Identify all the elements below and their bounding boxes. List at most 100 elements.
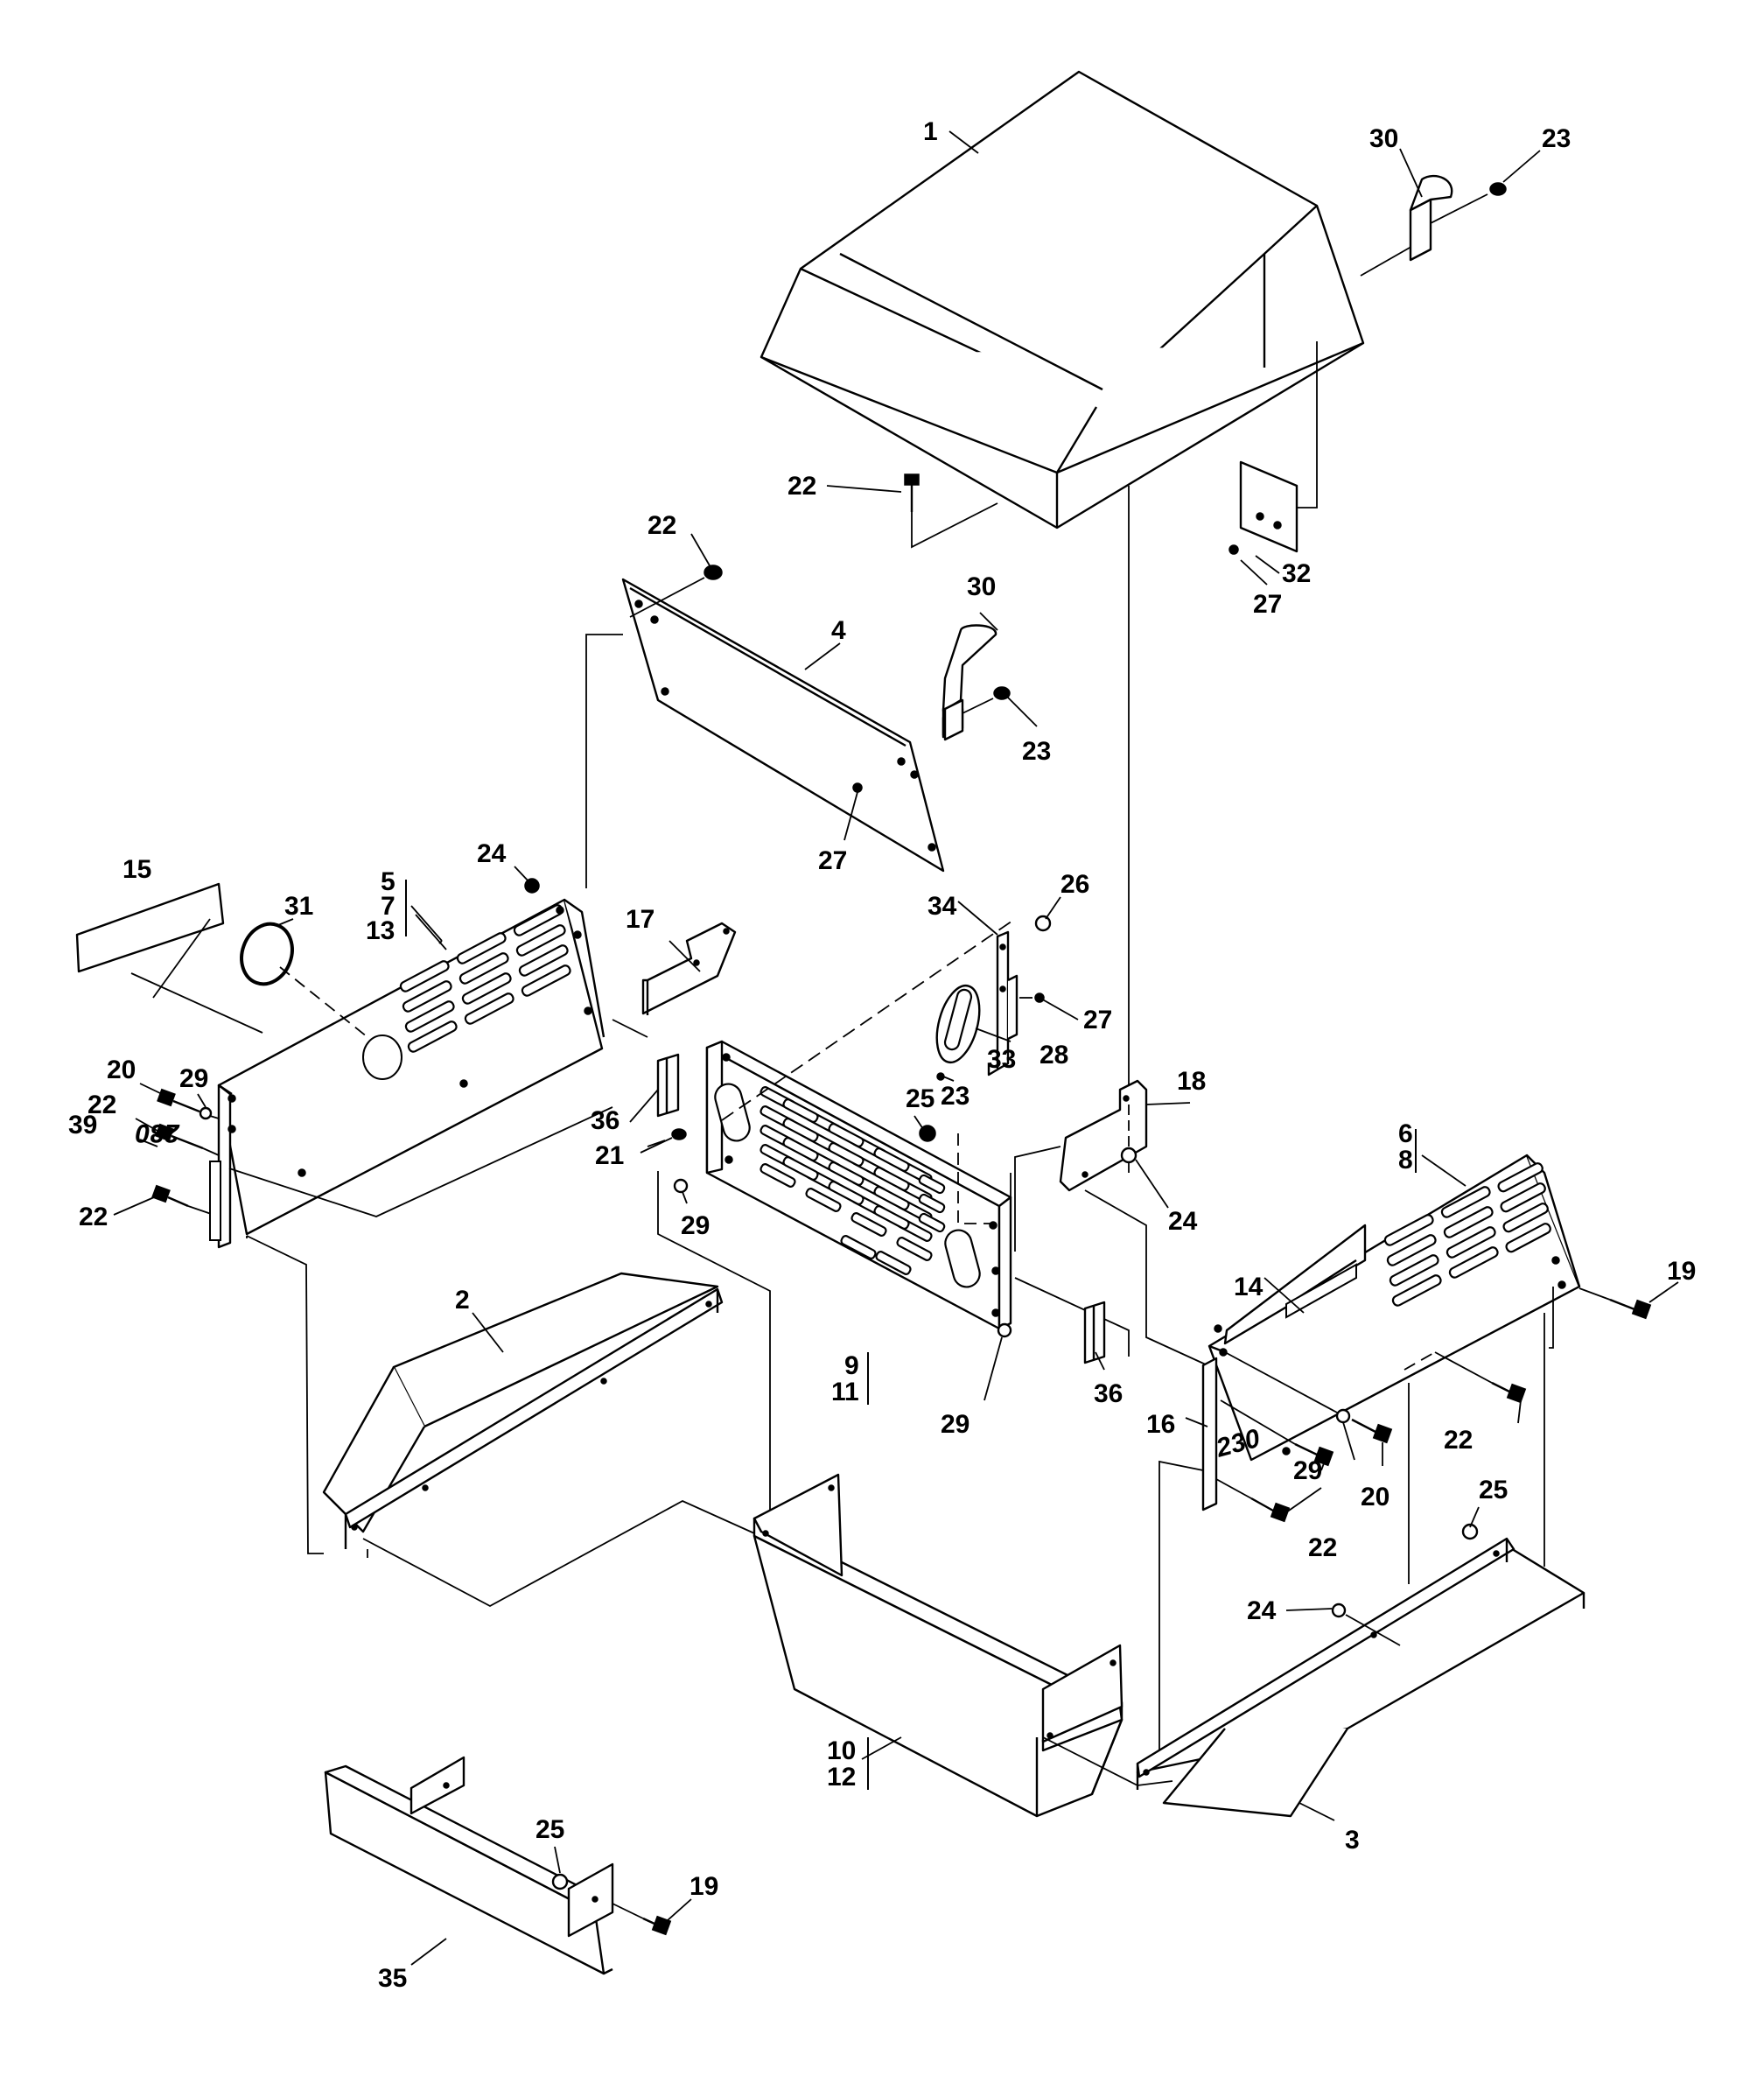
top-hood	[760, 70, 1365, 530]
callout-24-bracket18: 24	[1168, 1207, 1198, 1236]
callout-25-bottom: 25	[536, 1815, 564, 1844]
bolt-22-left-b	[151, 1184, 220, 1217]
bracket-17	[641, 922, 737, 1015]
callout-24-right: 24	[1247, 1596, 1277, 1625]
callout-27-plate: 27	[1253, 590, 1282, 619]
callout-30-top: 30	[1369, 124, 1398, 153]
bracket-34	[987, 930, 1018, 1077]
front-apron-10	[752, 1473, 1124, 1818]
callout-36-right: 36	[1094, 1379, 1123, 1408]
bolt-19-bottom	[612, 1903, 672, 1936]
right-bottom-trim-3	[1136, 1537, 1586, 1818]
plate-32	[1239, 460, 1298, 553]
screw-23-top	[1430, 182, 1507, 224]
callout-10: 10	[827, 1736, 856, 1765]
callout-26: 26	[1060, 870, 1089, 899]
handle-33	[935, 984, 981, 1064]
washer-29-grille-right	[997, 1322, 1012, 1338]
callout-23-handle: 23	[941, 1082, 970, 1111]
callout-28: 28	[1040, 1041, 1068, 1070]
left-bottom-trim-2	[322, 1272, 724, 1549]
callout-9: 9	[844, 1351, 859, 1380]
grille-slots	[760, 1086, 946, 1275]
callout-labels: 1 30 23 22 32 27 22 30 4 23 27 24 26 34 …	[68, 117, 1696, 1993]
callout-22-right-a: 22	[1444, 1426, 1473, 1455]
callout-22-left-b: 22	[79, 1203, 108, 1231]
callout-35: 35	[378, 1964, 407, 1993]
callout-25-right: 25	[1479, 1476, 1508, 1504]
callout-16: 16	[1146, 1410, 1175, 1439]
nut-25-bottom	[551, 1873, 569, 1890]
decal-39	[209, 1161, 221, 1241]
callout-24-left: 24	[477, 839, 507, 868]
callout-34: 34	[928, 892, 957, 921]
nut-25-grille	[919, 1125, 936, 1142]
callout-15: 15	[122, 855, 151, 884]
callout-19-bottom: 19	[690, 1872, 718, 1901]
callout-2: 2	[455, 1286, 470, 1315]
callout-4: 4	[831, 616, 846, 645]
screw-23-mid	[962, 686, 1011, 714]
callout-22-hood: 22	[788, 472, 816, 501]
bolt-22-right-c	[1215, 1478, 1291, 1523]
front-grille-panel-9	[705, 1040, 1012, 1330]
callout-32: 32	[1282, 559, 1311, 588]
nut-24-bracket18	[1120, 1147, 1138, 1164]
callout-29-grille-left: 29	[681, 1211, 710, 1240]
callout-20-left: 20	[107, 1056, 136, 1084]
callout-14: 14	[1234, 1273, 1264, 1301]
bolt-22-right-b	[1220, 1399, 1334, 1467]
screw-22-panel4	[629, 565, 723, 618]
callout-3: 3	[1345, 1826, 1360, 1855]
callout-23-top: 23	[1542, 124, 1571, 153]
screw-21	[647, 1128, 687, 1147]
bolt-22-right-a	[1404, 1351, 1527, 1404]
callout-27-panel4: 27	[818, 846, 847, 875]
callout-leaders	[113, 130, 1679, 1966]
ring-31	[240, 922, 402, 1080]
right-side-panel-6	[1201, 1154, 1581, 1511]
washer-29-left	[199, 1106, 213, 1120]
decal-15	[75, 882, 225, 973]
bolt-22-left-a	[155, 1123, 220, 1156]
callout-30-mid: 30	[967, 572, 996, 601]
bumper-35	[324, 1756, 614, 1975]
right-panel-louvers	[1383, 1162, 1551, 1307]
callout-22-left-a: 22	[88, 1091, 116, 1119]
nut-25-right	[1461, 1523, 1479, 1540]
callout-17: 17	[626, 905, 654, 934]
callout-19-right: 19	[1667, 1257, 1696, 1286]
callout-18: 18	[1177, 1067, 1206, 1096]
callout-31: 31	[284, 892, 313, 921]
callout-23-mid: 23	[1022, 737, 1051, 766]
callout-12: 12	[827, 1763, 856, 1792]
callout-36-left: 36	[591, 1106, 620, 1135]
callout-39: 39	[68, 1111, 97, 1140]
screw-27-plate	[1228, 544, 1239, 555]
spacer-36-right	[1083, 1301, 1106, 1364]
left-panel-louvers	[399, 904, 571, 1053]
callout-25-grille: 25	[906, 1084, 934, 1113]
screw-23-handle	[936, 1072, 945, 1081]
latch-30-top	[1409, 174, 1453, 262]
bolt-19-right	[1578, 1287, 1652, 1320]
callout-8: 8	[1398, 1146, 1413, 1175]
callout-20-right: 20	[1361, 1483, 1390, 1511]
spacer-36-left	[656, 1053, 680, 1118]
callout-27-bracket34: 27	[1083, 1006, 1112, 1034]
bracket-18	[1059, 1079, 1148, 1192]
callout-13: 13	[366, 916, 395, 945]
callout-29-right: 29	[1293, 1456, 1322, 1485]
callout-33: 33	[987, 1045, 1016, 1074]
washer-29-grille-left	[673, 1178, 689, 1194]
screw-27-panel4	[852, 782, 863, 793]
callout-6: 6	[1398, 1119, 1413, 1148]
callout-1: 1	[923, 117, 938, 146]
callout-22-panel4: 22	[648, 511, 676, 540]
callout-21: 21	[595, 1141, 624, 1170]
nut-24-right	[1331, 1603, 1347, 1618]
upper-panel-4	[621, 578, 945, 873]
bolt-22-hood	[904, 473, 998, 549]
callout-22-right-b: 22	[1308, 1533, 1337, 1562]
